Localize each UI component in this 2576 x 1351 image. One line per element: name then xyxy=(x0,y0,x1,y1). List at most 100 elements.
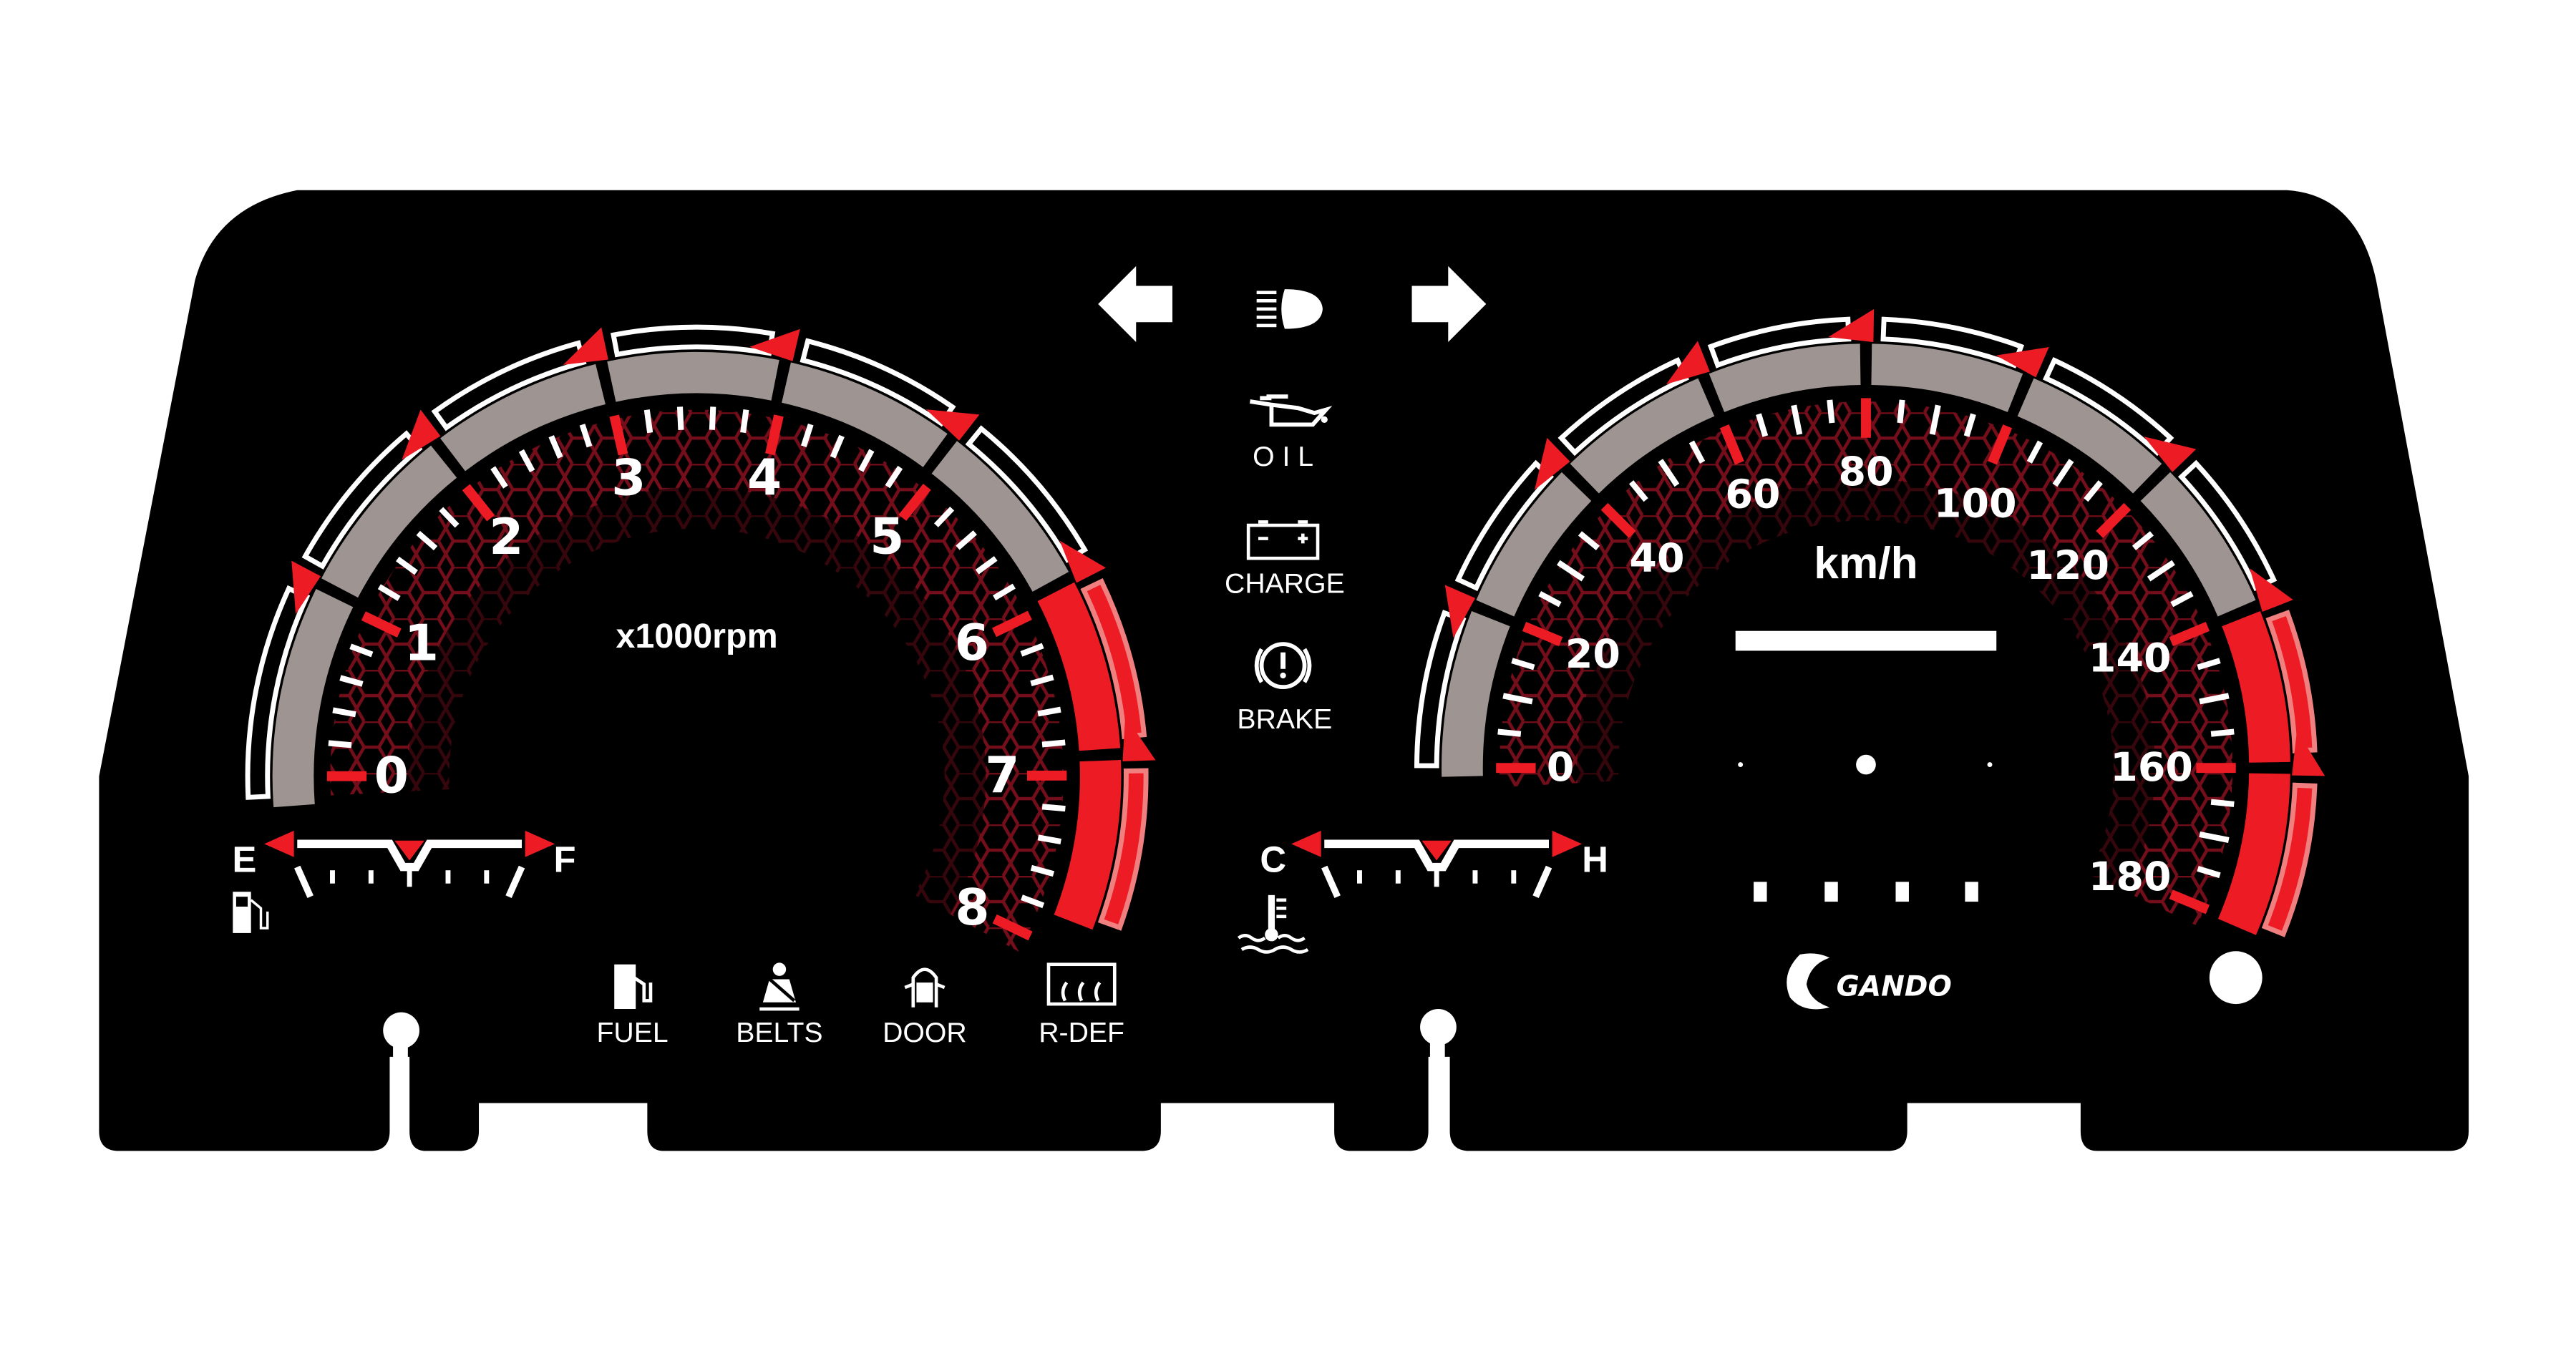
segment-marker-triangle xyxy=(925,409,980,441)
speed-unit-label: km/h xyxy=(1814,539,1918,588)
gauge-tick xyxy=(505,865,525,899)
minor-tick xyxy=(1021,894,1045,909)
band-segment xyxy=(321,445,457,598)
minor-tick xyxy=(2199,831,2230,843)
major-tick xyxy=(1600,502,1636,538)
logo-text: GANDO xyxy=(1837,971,1952,1003)
scale-label: 40 xyxy=(1629,536,1684,582)
major-tick xyxy=(361,611,402,638)
center-marker xyxy=(1421,840,1452,861)
trip-reset-hole[interactable] xyxy=(2209,951,2262,1005)
needle-pivot xyxy=(1856,754,1876,775)
minor-tick xyxy=(1511,658,1535,670)
minor-tick xyxy=(1041,739,1066,748)
minor-tick xyxy=(1629,480,1648,502)
minor-tick xyxy=(1827,399,1835,424)
minor-tick xyxy=(2199,693,2230,705)
minor-tick xyxy=(1688,440,1706,464)
fuel-empty-label: E xyxy=(233,839,257,880)
band-segment xyxy=(272,588,354,808)
minor-tick xyxy=(993,583,1016,601)
minor-tick xyxy=(1538,591,1562,608)
end-marker xyxy=(1552,830,1583,857)
band-segment xyxy=(2140,472,2256,617)
minor-tick xyxy=(2210,799,2235,807)
rdef-lamp-label: R-DEF xyxy=(1039,1018,1124,1048)
minor-tick xyxy=(1578,531,1600,550)
band-segment xyxy=(1871,343,2023,412)
minor-tick xyxy=(2052,459,2074,487)
minor-tick xyxy=(709,406,716,430)
major-tick xyxy=(898,483,931,521)
gando-logo: GANDO xyxy=(1787,953,1952,1010)
band-segment xyxy=(1709,343,1861,412)
fuel-lamp-label: FUEL xyxy=(596,1018,668,1048)
fuel-full-label: F xyxy=(554,839,576,880)
segment-marker-triangle xyxy=(1122,716,1156,761)
minor-tick xyxy=(332,707,356,718)
minor-tick xyxy=(1030,674,1054,686)
minor-tick xyxy=(1041,804,1066,812)
temp-cold-label: C xyxy=(1260,839,1286,880)
indicator-window xyxy=(1895,882,1909,902)
minor-tick xyxy=(956,530,977,550)
dot xyxy=(1987,762,1993,768)
mounting-hole xyxy=(1420,1009,1457,1045)
minor-tick xyxy=(885,465,903,489)
band-segment xyxy=(1442,610,1510,777)
door-icon xyxy=(904,967,946,1008)
oil-drop xyxy=(1321,416,1328,424)
major-tick xyxy=(2096,502,2132,538)
gauge-scale-bar xyxy=(1324,839,1550,872)
gauge-tick xyxy=(1532,865,1552,899)
band-segment xyxy=(2017,378,2162,494)
scale-label: 180 xyxy=(2089,854,2172,900)
band-segment xyxy=(931,441,1069,592)
minor-tick xyxy=(2210,728,2235,737)
scale-label: 160 xyxy=(2110,745,2193,791)
minor-tick xyxy=(1963,413,1976,437)
minor-tick xyxy=(1037,834,1061,845)
indicator-window xyxy=(1824,882,1838,902)
door-lamp-label: DOOR xyxy=(883,1018,967,1048)
scale-label: 4 xyxy=(747,450,782,507)
segment-marker-triangle xyxy=(1444,585,1476,638)
rear-defrost-icon xyxy=(1046,962,1117,1006)
belts-lamp-label: BELTS xyxy=(736,1018,822,1048)
brake-exclaim-dot xyxy=(1280,672,1286,679)
gauge-tick xyxy=(294,865,314,899)
segment-marker-triangle xyxy=(1828,308,1875,343)
indicator-window xyxy=(1754,882,1767,902)
segment-marker-triangle xyxy=(1996,347,2049,378)
minor-tick xyxy=(396,556,418,575)
major-tick xyxy=(462,484,495,522)
major-tick xyxy=(992,914,1033,941)
end-marker xyxy=(525,830,555,857)
minor-tick xyxy=(1791,404,1803,435)
scale-label: 2 xyxy=(489,509,523,566)
minor-tick xyxy=(339,675,364,687)
minor-tick xyxy=(2170,591,2194,608)
scale-label: 8 xyxy=(955,879,989,937)
segment-marker-triangle xyxy=(1059,540,1107,583)
brake-warning-icon xyxy=(1254,642,1312,690)
minor-tick xyxy=(518,449,535,473)
band-segment xyxy=(782,362,948,467)
redline-band-segment xyxy=(2217,773,2290,935)
minor-tick xyxy=(676,406,684,430)
minor-tick xyxy=(490,466,508,489)
scale-label: 100 xyxy=(1934,481,2017,527)
minor-tick xyxy=(740,409,749,434)
minor-tick xyxy=(830,434,845,459)
scale-label: 7 xyxy=(985,747,1019,804)
minor-tick xyxy=(643,409,653,434)
oil-label: O I L xyxy=(1253,442,1313,472)
major-tick xyxy=(1719,424,1744,465)
redline-band-segment xyxy=(1037,582,1121,751)
minor-tick xyxy=(579,424,593,448)
brake-exclaim xyxy=(1280,652,1286,669)
segment-marker-triangle xyxy=(2250,568,2293,613)
segment-marker-triangle xyxy=(563,327,608,365)
